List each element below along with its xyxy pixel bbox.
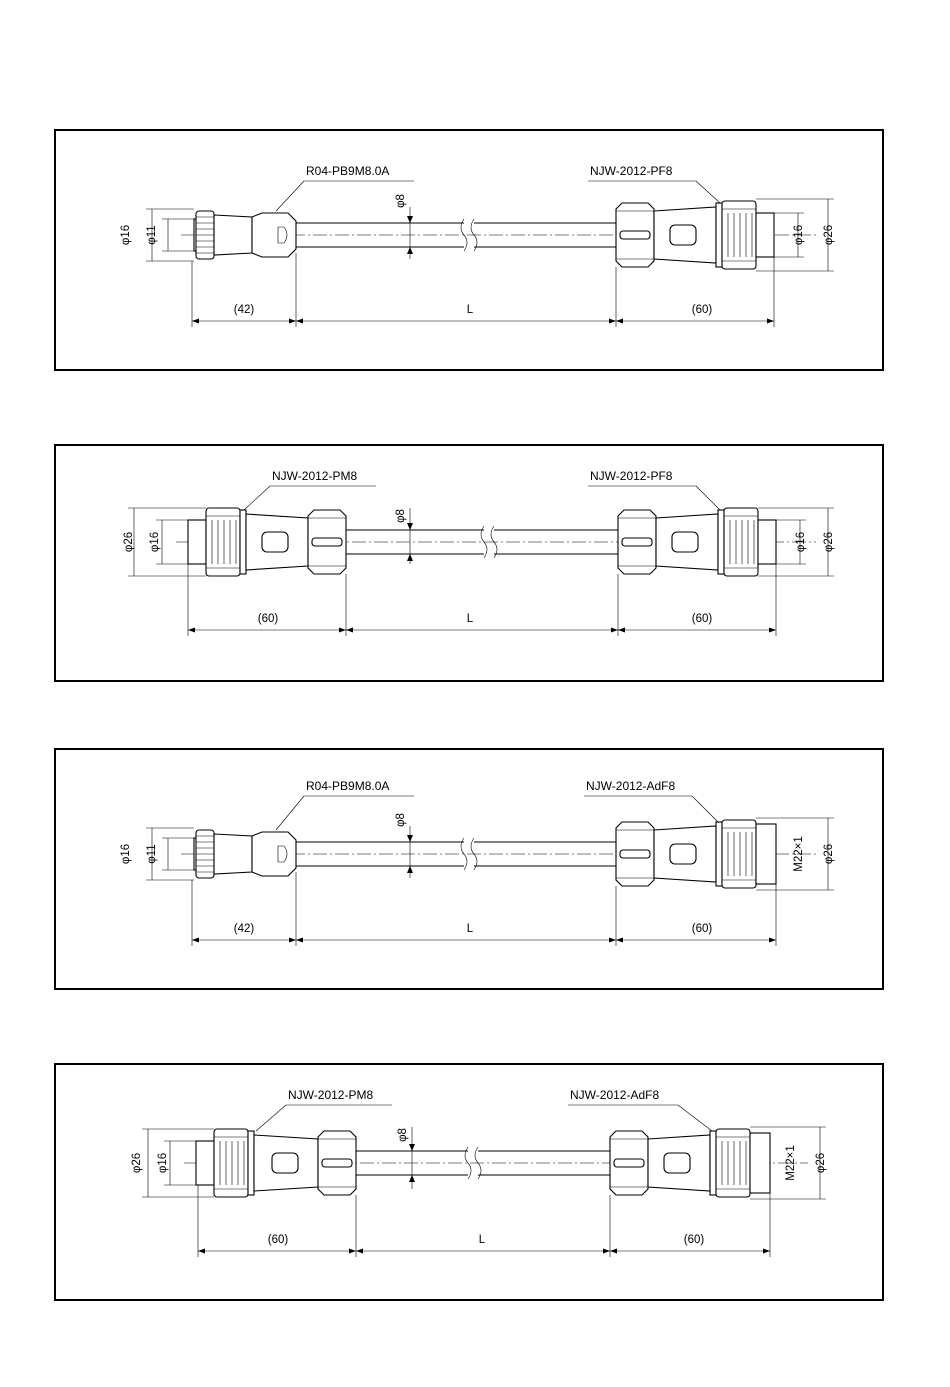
right-length-label: (60) bbox=[692, 923, 713, 935]
right-length-label: (60) bbox=[692, 613, 713, 625]
cable-drawing-1: φ16 φ11 φ8 bbox=[56, 131, 886, 373]
cable-drawing-3: φ16 φ11 φ8 M22×1 φ26 bbox=[56, 750, 886, 992]
left-dim-inner: φ11 bbox=[146, 844, 158, 863]
left-length-label: (42) bbox=[234, 304, 255, 316]
right-dim-outer: φ26 bbox=[823, 225, 835, 245]
left-connector-label: NJW-2012-PM8 bbox=[272, 469, 357, 483]
right-connector-label: NJW-2012-AdF8 bbox=[570, 1088, 659, 1102]
right-dim-inner: φ16 bbox=[795, 532, 807, 552]
right-length-label: (60) bbox=[692, 304, 713, 316]
left-length-label: (60) bbox=[258, 613, 279, 625]
cable-length-label: L bbox=[467, 304, 474, 316]
ribbed-coupling bbox=[722, 201, 756, 269]
left-length-label: (60) bbox=[268, 1234, 289, 1246]
left-connector-label: NJW-2012-PM8 bbox=[288, 1088, 373, 1102]
right-dim-outer: φ26 bbox=[823, 844, 835, 864]
right-dim-thread: M22×1 bbox=[785, 1145, 797, 1180]
left-dim-outer: φ26 bbox=[131, 1153, 143, 1173]
cable-dia-label: φ8 bbox=[397, 1128, 409, 1142]
knurled-nut bbox=[196, 830, 214, 878]
left-connector-label: R04-PB9M8.0A bbox=[306, 779, 389, 793]
ribbed-coupling bbox=[716, 1129, 750, 1197]
ribbed-coupling bbox=[724, 508, 758, 576]
cable-length-label: L bbox=[479, 1234, 486, 1246]
left-dim-inner: φ11 bbox=[146, 225, 158, 244]
right-connector-label: NJW-2012-AdF8 bbox=[586, 779, 675, 793]
right-dim-outer: φ26 bbox=[823, 532, 835, 552]
cable-diagram-panel-4: φ26 φ16 φ8 M22×1 bbox=[54, 1063, 884, 1301]
cable-diagram-panel-1: φ16 φ11 φ8 bbox=[54, 129, 884, 371]
right-dim-thread: M22×1 bbox=[793, 836, 805, 871]
ribbed-coupling bbox=[722, 820, 756, 888]
cable-dia-label: φ8 bbox=[395, 813, 407, 827]
right-dim-outer: φ26 bbox=[815, 1153, 827, 1173]
right-dim-inner: φ16 bbox=[793, 225, 805, 245]
left-dim-outer: φ26 bbox=[123, 532, 135, 552]
cable-dia-label: φ8 bbox=[395, 194, 407, 208]
cable-diagram-panel-3: φ16 φ11 φ8 M22×1 φ26 bbox=[54, 748, 884, 990]
cable-length-label: L bbox=[467, 613, 474, 625]
cable-drawing-2: φ26 φ16 φ8 bbox=[56, 446, 886, 684]
left-dim-inner: φ16 bbox=[157, 1153, 169, 1173]
left-dim-outer: φ16 bbox=[120, 844, 132, 864]
left-dim-inner: φ16 bbox=[149, 532, 161, 552]
ribbed-coupling bbox=[206, 508, 240, 576]
cable-drawing-4: φ26 φ16 φ8 M22×1 bbox=[56, 1065, 886, 1303]
right-length-label: (60) bbox=[684, 1234, 705, 1246]
ribbed-coupling bbox=[214, 1129, 248, 1197]
left-length-label: (42) bbox=[234, 923, 255, 935]
knurled-nut bbox=[196, 211, 214, 259]
left-dim-outer: φ16 bbox=[120, 225, 132, 245]
cable-length-label: L bbox=[467, 923, 474, 935]
cable-dia-label: φ8 bbox=[395, 509, 407, 523]
left-connector-label: R04-PB9M8.0A bbox=[306, 164, 389, 178]
cable-diagram-panel-2: φ26 φ16 φ8 bbox=[54, 444, 884, 682]
right-connector-label: NJW-2012-PF8 bbox=[590, 469, 673, 483]
right-connector-label: NJW-2012-PF8 bbox=[590, 164, 673, 178]
